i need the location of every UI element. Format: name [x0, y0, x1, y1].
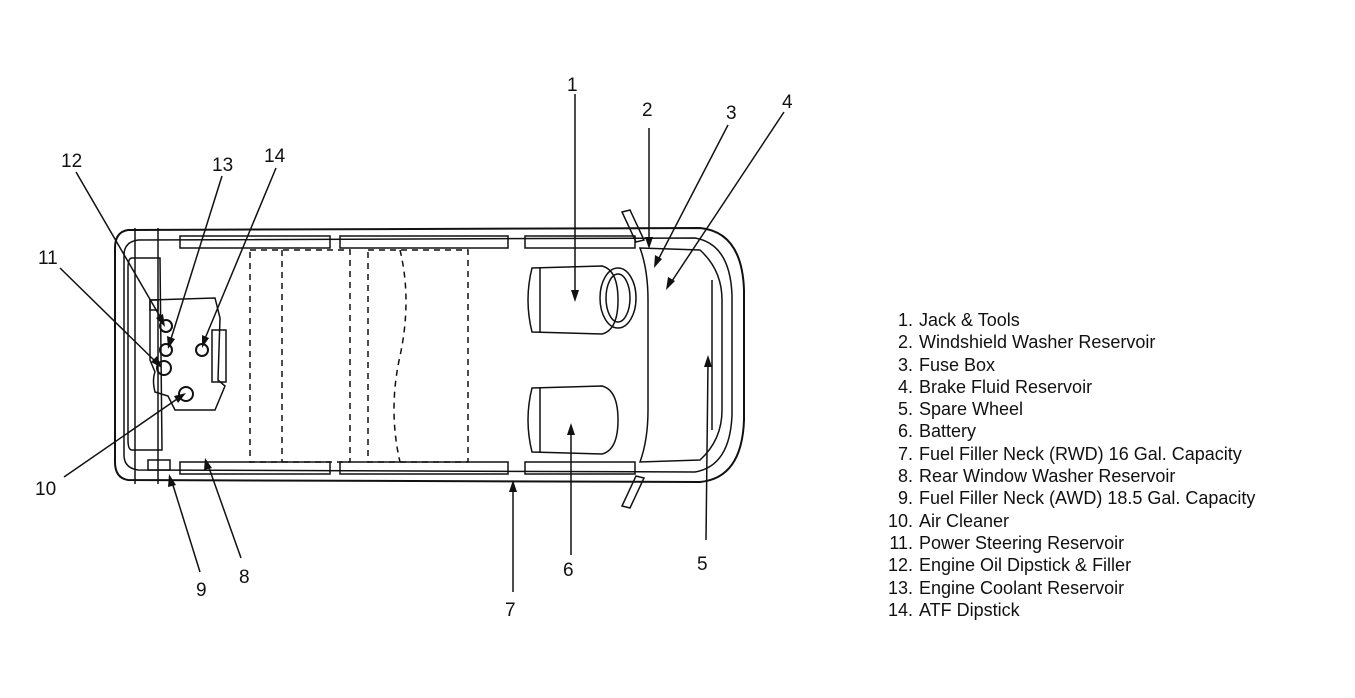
- legend-item: 14. ATF Dipstick: [873, 599, 1255, 621]
- legend-item: 1. Jack & Tools: [873, 309, 1255, 331]
- callout-3: 3: [726, 103, 737, 124]
- legend-item: 4. Brake Fluid Reservoir: [873, 376, 1255, 398]
- callout-14: 14: [264, 146, 286, 167]
- legend-number: 10.: [887, 510, 913, 531]
- legend-label: Power Steering Reservoir: [919, 532, 1125, 553]
- callout-12: 12: [61, 151, 82, 172]
- legend-label: Windshield Washer Reservoir: [919, 332, 1156, 353]
- callout-13: 13: [212, 155, 233, 176]
- legend-item: 9. Fuel Filler Neck (AWD) 18.5 Gal. Capac…: [873, 487, 1255, 509]
- legend-label: Fuel Filler Neck (RWD) 16 Gal. Capacity: [919, 443, 1242, 464]
- legend-item: 2. Windshield Washer Reservoir: [873, 331, 1255, 353]
- legend-label: Engine Coolant Reservoir: [919, 577, 1125, 598]
- legend-number: 11.: [889, 532, 913, 553]
- legend-label: ATF Dipstick: [919, 599, 1020, 620]
- callout-6: 6: [563, 560, 574, 581]
- callout-11: 11: [38, 248, 58, 269]
- legend-list: 1. Jack & Tools 2. Windshield Washer Reser…: [873, 309, 1255, 621]
- callout-4: 4: [782, 92, 793, 113]
- legend-item: 3. Fuse Box: [873, 354, 1255, 376]
- legend-label: Spare Wheel: [919, 399, 1024, 420]
- legend-number: 3.: [897, 354, 913, 375]
- legend-label: Jack & Tools: [919, 310, 1020, 330]
- callout-8: 8: [239, 567, 250, 588]
- legend-number: 7.: [897, 443, 913, 464]
- legend-label: Rear Window Washer Reservoir: [919, 466, 1176, 487]
- legend-number: 13.: [887, 577, 913, 598]
- legend-number: 6.: [897, 421, 913, 442]
- legend-label: Fuel Filler Neck (AWD) 18.5 Gal. Capacit…: [919, 488, 1256, 509]
- legend-label: Battery: [919, 421, 977, 442]
- legend-number: 12.: [887, 555, 913, 576]
- legend-number: 9.: [897, 488, 913, 509]
- callout-10: 10: [35, 479, 56, 500]
- legend-item: 5. Spare Wheel: [873, 398, 1255, 420]
- seats: [249, 249, 713, 463]
- callout-numbers: 1 2 3 4 5 6 7 8 9 10 11 12 13 14: [35, 75, 793, 621]
- callout-2: 2: [642, 100, 653, 121]
- callout-9: 9: [196, 580, 207, 601]
- van-body: [114, 209, 745, 509]
- engine-compartment: [147, 297, 227, 471]
- legend-number: 8.: [897, 466, 913, 487]
- legend-item: 11. Power Steering Reservoir: [873, 532, 1255, 554]
- legend-number: 1.: [897, 310, 913, 330]
- legend-item: 8. Rear Window Washer Reservoir: [873, 465, 1255, 487]
- legend-item: 12. Engine Oil Dipstick & Filler: [873, 554, 1255, 576]
- legend-item: 13. Engine Coolant Reservoir: [873, 577, 1255, 599]
- legend-label: Air Cleaner: [919, 510, 1010, 531]
- leader-lines: [59, 94, 785, 592]
- legend-number: 4.: [897, 376, 913, 397]
- callout-7: 7: [505, 600, 516, 621]
- legend-item: 10. Air Cleaner: [873, 510, 1255, 532]
- legend-label: Engine Oil Dipstick & Filler: [919, 555, 1132, 576]
- legend-item: 7. Fuel Filler Neck (RWD) 16 Gal. Capacit…: [873, 443, 1255, 465]
- legend-number: 14.: [887, 599, 913, 620]
- legend-number: 5.: [897, 399, 913, 420]
- legend-label: Brake Fluid Reservoir: [919, 376, 1093, 397]
- legend-item: 6. Battery: [873, 420, 1255, 442]
- legend-label: Fuse Box: [919, 354, 996, 375]
- callout-1: 1: [567, 75, 578, 96]
- legend-number: 2.: [897, 332, 913, 353]
- callout-5: 5: [697, 554, 708, 575]
